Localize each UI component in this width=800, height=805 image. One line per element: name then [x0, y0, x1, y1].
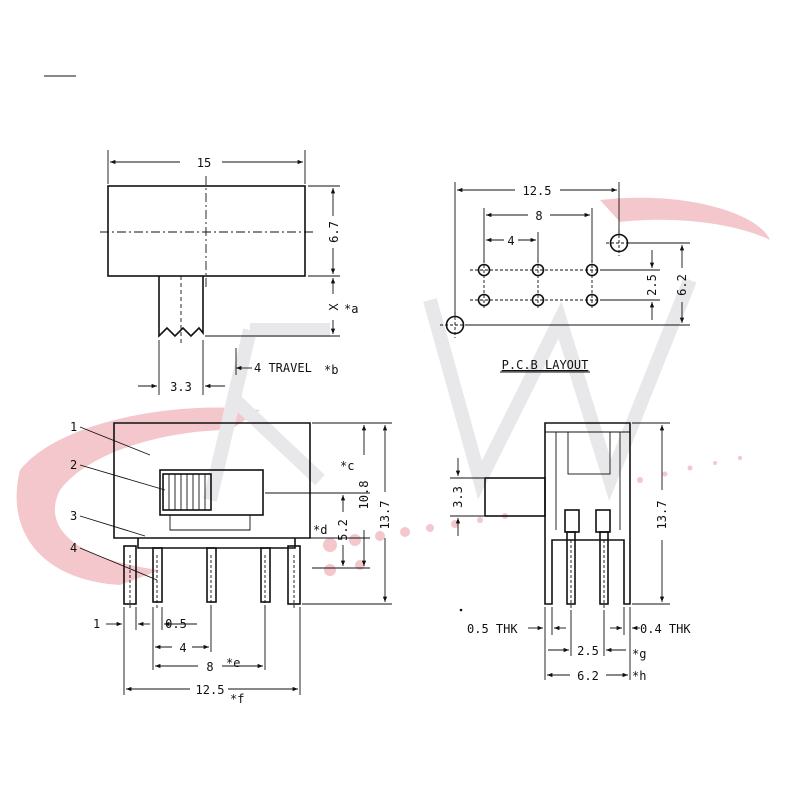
leader-2 — [79, 464, 166, 491]
side-lever — [484, 477, 546, 517]
top-view-body — [107, 185, 306, 277]
dim-x: X — [327, 303, 341, 311]
label-g: *g — [632, 647, 646, 661]
label-a: *a — [344, 302, 358, 316]
front-base — [137, 538, 296, 549]
side-body — [544, 422, 631, 605]
dim-front-13-7: 13.7 — [378, 501, 392, 530]
top-view: 15 6.7 X *a 4 TRAVEL *b 3.3 — [100, 150, 358, 395]
front-knob — [159, 469, 264, 516]
label-b: *b — [324, 363, 338, 377]
label-h: *h — [632, 669, 646, 683]
callout-2: 2 — [70, 458, 77, 472]
bottom-extensions — [123, 607, 301, 695]
dim-pcb-8: 8 — [535, 209, 542, 223]
top-view-lever — [158, 276, 204, 338]
side-window — [567, 431, 611, 475]
watermark — [16, 197, 770, 585]
callout-1: 1 — [70, 420, 77, 434]
dim-front-5-2: 5.2 — [336, 519, 350, 541]
dim-front-12-5: 12.5 — [196, 683, 225, 697]
label-c: *c — [340, 459, 354, 473]
contact-centerlines — [570, 540, 605, 612]
pcb-holes — [445, 233, 629, 335]
pcb-layout-title: P.C.B LAYOUT — [502, 358, 589, 372]
front-view: 1 2 3 4 10.8 5.2 *c *d 13.7 1 — [70, 420, 392, 706]
label-e: *e — [226, 656, 240, 670]
watermark-swoosh — [16, 407, 260, 585]
dim-width-15: 15 — [197, 156, 211, 170]
leader-4 — [79, 547, 158, 581]
pcb-crosshairs — [440, 230, 632, 338]
dim-pcb-2-5: 2.5 — [645, 274, 659, 296]
terminal-centerlines — [129, 555, 295, 610]
dim-lever-3-3: 3.3 — [170, 380, 192, 394]
label-f: *f — [230, 692, 244, 706]
dim-side-2-5: 2.5 — [577, 644, 599, 658]
dim-side-0-4-thk: 0.4 THK — [640, 622, 691, 636]
side-contacts — [564, 509, 611, 605]
dim-pcb-12-5: 12.5 — [523, 184, 552, 198]
side-view: 3.3 13.7 0.5 THK 0.4 THK 2.5 *g 6.2 *h — [450, 422, 691, 683]
leader-1 — [79, 426, 151, 456]
dim-front-10-8: 10.8 — [357, 481, 371, 510]
callout-4: 4 — [70, 541, 77, 555]
dim-height-6-7: 6.7 — [327, 221, 341, 243]
pcb-layout: 12.5 8 4 2.5 6.2 P.C.B LAYOUT — [440, 182, 690, 373]
actuator-ribs — [168, 474, 206, 510]
dim-side-13-7: 13.7 — [655, 501, 669, 530]
dim-pcb-6-2: 6.2 — [675, 274, 689, 296]
speck — [459, 608, 463, 612]
front-terminals — [123, 545, 301, 605]
leader-3 — [79, 515, 146, 537]
callout-3: 3 — [70, 509, 77, 523]
watermark-swoosh-top — [600, 197, 770, 240]
watermark-letters — [203, 277, 697, 502]
dim-front-4: 4 — [179, 641, 186, 655]
dim-side-0-5-thk: 0.5 THK — [467, 622, 518, 636]
dim-front-8: 8 — [206, 660, 213, 674]
dim-side-3-3: 3.3 — [451, 486, 465, 508]
side-bottom-extensions — [544, 607, 631, 680]
dim-side-6-2: 6.2 — [577, 669, 599, 683]
label-d: *d — [313, 523, 327, 537]
dim-front-1: 1 — [93, 617, 100, 631]
label-travel: 4 TRAVEL — [254, 361, 312, 375]
knob-base — [169, 515, 251, 531]
dim-pcb-4: 4 — [507, 234, 514, 248]
